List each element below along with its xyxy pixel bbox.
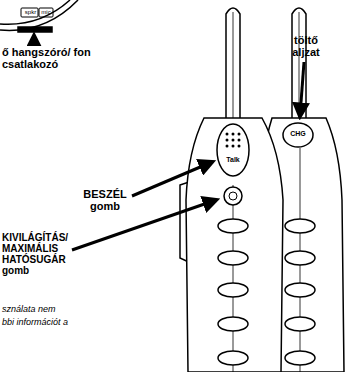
speaker-hole (232, 145, 235, 148)
part-label: töltő aljzat (280, 34, 332, 58)
radio-front (180, 8, 283, 372)
speaker-hole (226, 139, 229, 142)
note-text: bbi információt a (2, 318, 112, 328)
note-text: sználata nem (2, 305, 112, 315)
leader-arrow (300, 62, 304, 116)
button-text: CHG (284, 130, 312, 138)
leader-arrow (132, 162, 212, 196)
speaker-hole (238, 133, 241, 136)
speaker-hole (238, 145, 241, 148)
part-label: KIVILÁGÍTÁS/ MAXIMÁLIS HATÓSUGÁR gomb (2, 232, 88, 276)
speaker-hole (238, 139, 241, 142)
jack-inset (0, 0, 78, 32)
speaker-hole (232, 139, 235, 142)
jack-label: mic (39, 9, 53, 16)
jack-label: spkr (22, 9, 39, 16)
part-label: BESZÉL gomb (78, 188, 132, 212)
speaker-hole (232, 133, 235, 136)
speaker-hole (226, 133, 229, 136)
button-text: Talk (221, 156, 245, 164)
speaker-hole (226, 145, 229, 148)
leader-arrow (33, 35, 36, 44)
speaker-holes (226, 133, 241, 148)
part-label: ő hangszóró/ fon csatlakozó (2, 46, 92, 70)
